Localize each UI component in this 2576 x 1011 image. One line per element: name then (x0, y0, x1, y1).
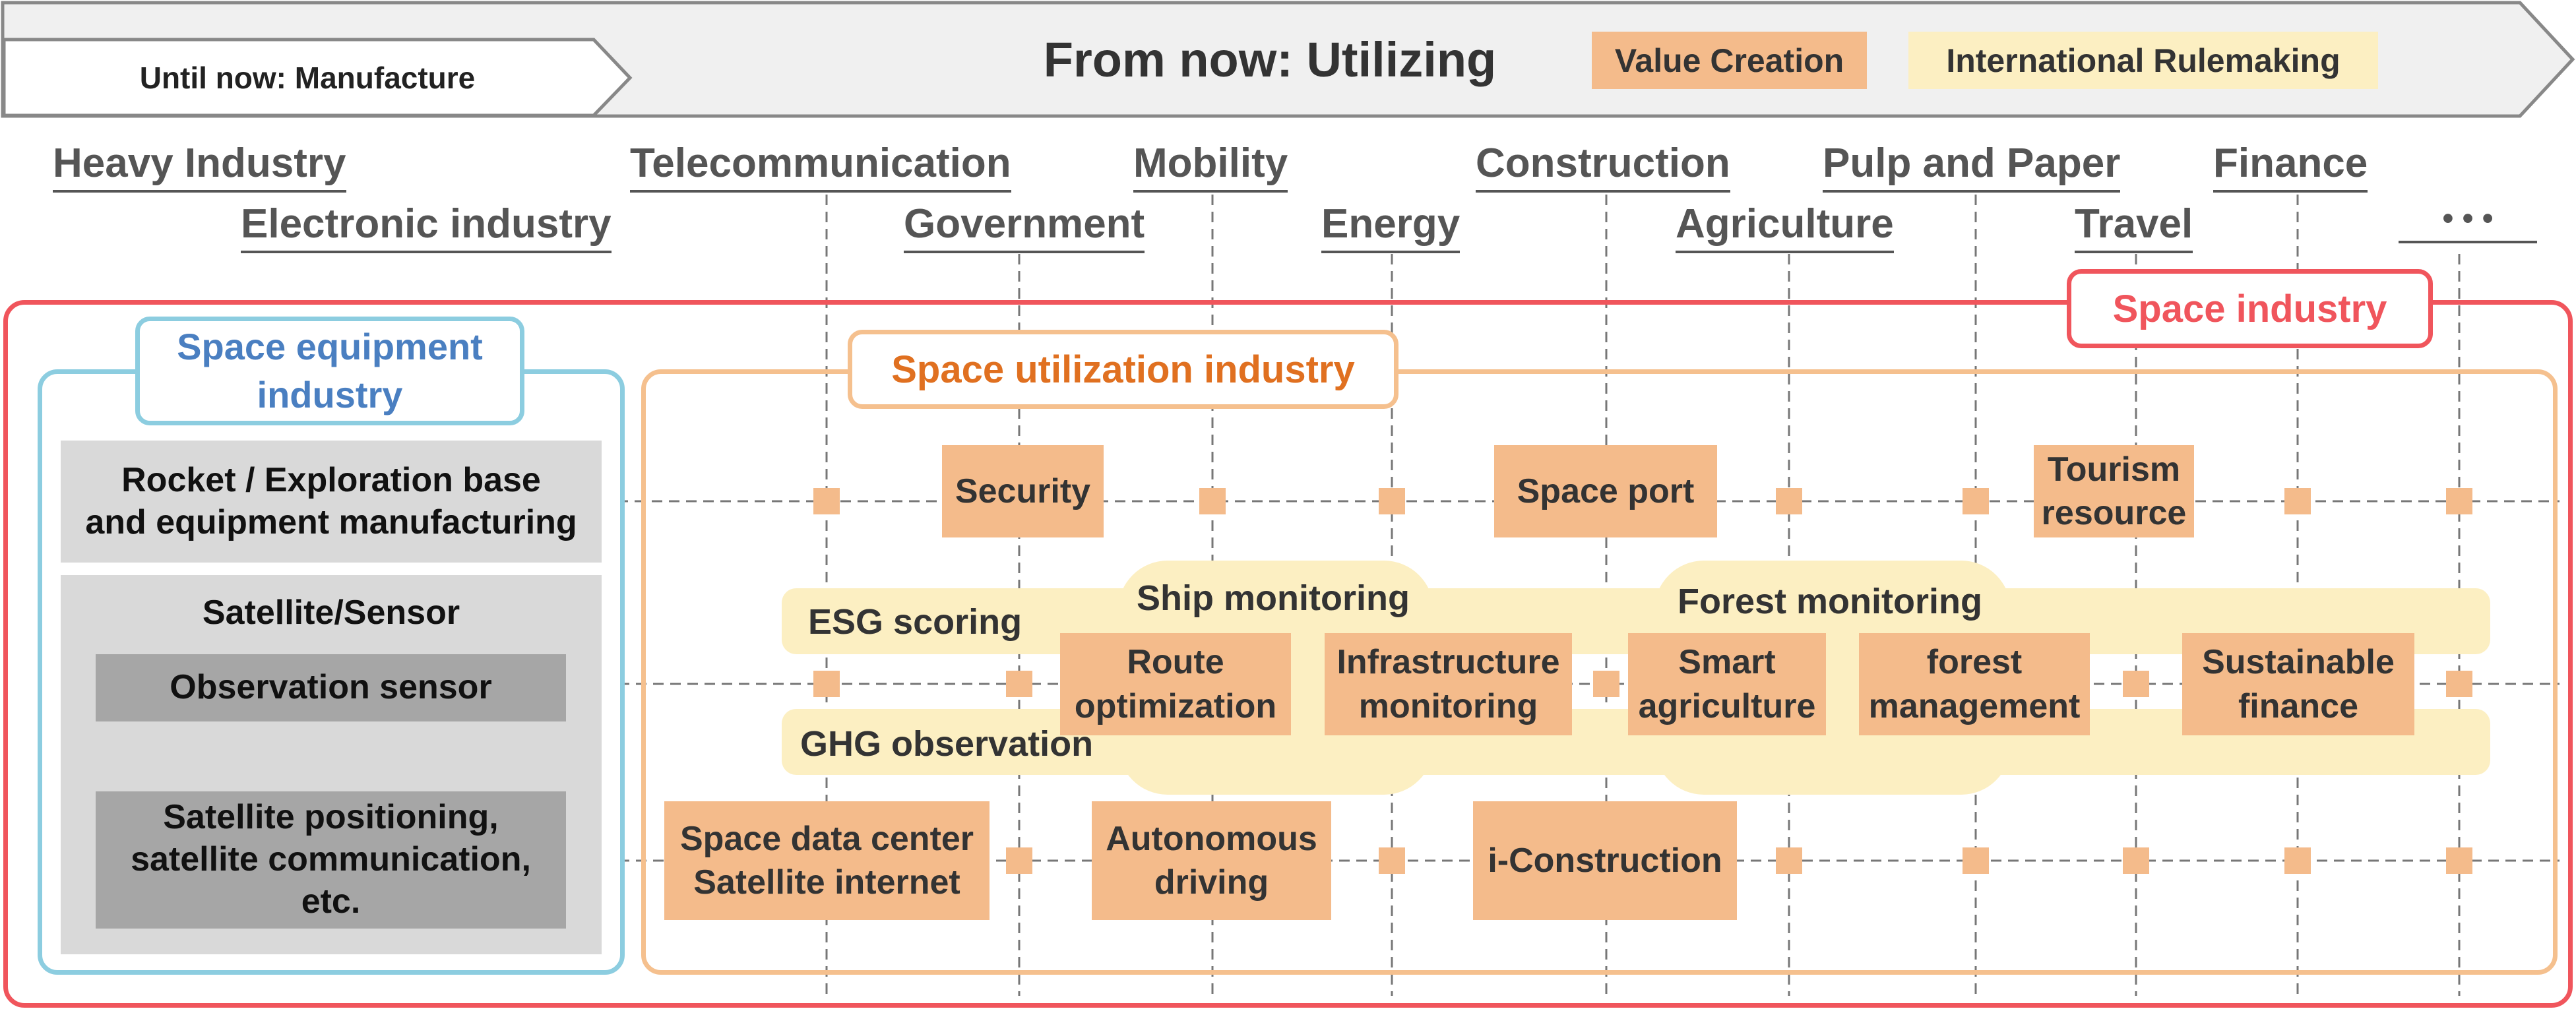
industry-agriculture: Agriculture (1676, 202, 1894, 254)
industry-more-ellipsis: • • • (2399, 202, 2537, 244)
satellite-sensor-label: Satellite/Sensor (202, 594, 460, 632)
dot-r3-c2 (1006, 847, 1032, 874)
space-equipment-title: Space equipment industry (135, 317, 524, 425)
industry-finance: Finance (2213, 142, 2368, 193)
dot-r1-c6 (1776, 488, 1802, 514)
sustainable-finance-box: Sustainable finance (2182, 633, 2414, 735)
dot-r2-c5 (1593, 671, 1619, 697)
space-data-center-box: Space data center Satellite internet (664, 801, 990, 920)
smart-agriculture-box: Smart agriculture (1628, 633, 1826, 735)
dot-r1-c4 (1379, 488, 1405, 514)
security-box: Security (942, 445, 1104, 537)
legend-international-rulemaking: International Rulemaking (1908, 32, 2378, 89)
dot-r3-c4 (1379, 847, 1405, 874)
i-construction-box: i-Construction (1473, 801, 1737, 920)
dot-r1-c7 (1963, 488, 1989, 514)
industry-energy: Energy (1321, 202, 1461, 254)
esg-scoring-label: ESG scoring (808, 602, 1022, 642)
industry-travel: Travel (2075, 202, 2193, 254)
dot-r2-c2 (1006, 671, 1032, 697)
industry-heavy-industry: Heavy Industry (53, 142, 346, 193)
dot-r3-c9 (2284, 847, 2311, 874)
dot-r3-c6 (1776, 847, 1802, 874)
satellite-positioning-box: Satellite positioning, satellite communi… (96, 791, 566, 929)
forest-management-box: forest management (1859, 633, 2090, 735)
space-utilization-title: Space utilization industry (848, 330, 1398, 409)
dot-r1-c3 (1199, 488, 1226, 514)
autonomous-driving-box: Autonomous driving (1092, 801, 1331, 920)
industry-government: Government (904, 202, 1145, 254)
until-now-arrow (2, 38, 633, 117)
dot-r3-c7 (1963, 847, 1989, 874)
ghg-observation-label: GHG observation (800, 724, 1094, 764)
forest-monitoring-label: Forest monitoring (1678, 582, 1982, 621)
tourism-resource-box: Tourism resource (2034, 445, 2194, 537)
ship-monitoring-label: Ship monitoring (1137, 578, 1410, 618)
space-port-box: Space port (1494, 445, 1717, 537)
legend-value-creation: Value Creation (1592, 32, 1867, 89)
until-now-label: Until now: Manufacture (139, 60, 476, 95)
industry-telecommunication: Telecommunication (630, 142, 1011, 193)
dot-r1-c10 (2446, 488, 2472, 514)
industry-pulp-and-paper: Pulp and Paper (1823, 142, 2121, 193)
rocket-manufacturing-box: Rocket / Exploration base and equipment … (61, 441, 602, 563)
dot-r3-c10 (2446, 847, 2472, 874)
dot-r2-c8 (2123, 671, 2149, 697)
dot-r1-c9 (2284, 488, 2311, 514)
infrastructure-monitoring-box: Infrastructure monitoring (1325, 633, 1572, 735)
dot-r3-c8 (2123, 847, 2149, 874)
route-optimization-box: Route optimization (1060, 633, 1291, 735)
space-industry-title: Space industry (2067, 269, 2433, 348)
dot-r1-c1 (813, 488, 840, 514)
industry-electronic: Electronic industry (241, 202, 612, 254)
from-now-label: From now: Utilizing (1043, 32, 1497, 87)
observation-sensor-box: Observation sensor (96, 654, 566, 721)
dot-r2-c10 (2446, 671, 2472, 697)
industry-mobility: Mobility (1133, 142, 1288, 193)
industry-construction: Construction (1476, 142, 1730, 193)
space-industry-frame (3, 300, 2573, 1008)
dot-r2-c1 (813, 671, 840, 697)
space-utilization-frame (641, 369, 2558, 975)
